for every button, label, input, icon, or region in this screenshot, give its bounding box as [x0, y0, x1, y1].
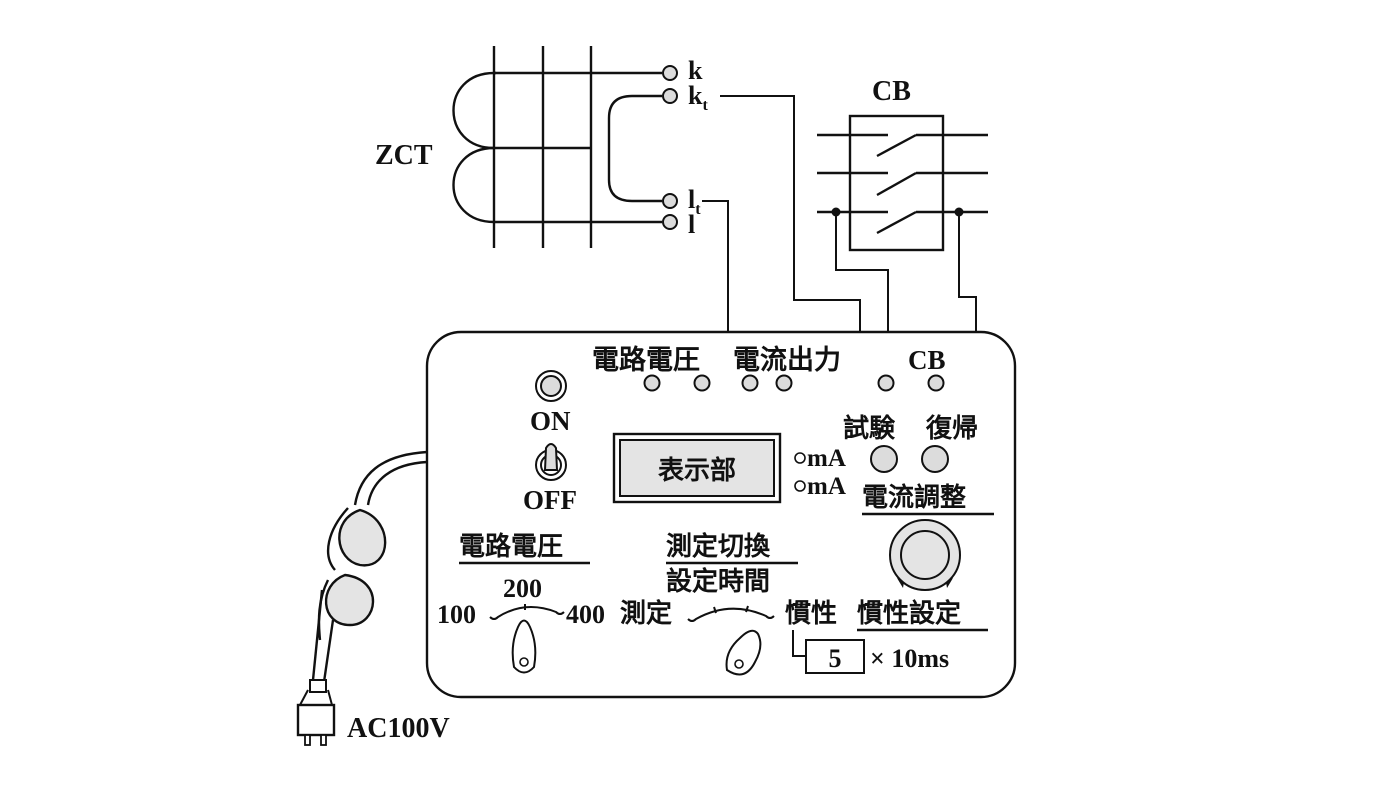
- display-panel: 表示部: [612, 432, 782, 504]
- zct-test-winding: [607, 94, 662, 203]
- ma-unit-2: mA: [807, 473, 846, 500]
- power-supply-label: AC100V: [347, 713, 450, 744]
- cord-loop-2: [324, 573, 375, 627]
- ma-indicator-1: [794, 452, 806, 464]
- ma-indicator-2: [794, 480, 806, 492]
- terminal-k[interactable]: [662, 65, 678, 81]
- terminal-k-label: k: [688, 56, 703, 85]
- reset-button[interactable]: [921, 445, 949, 473]
- cb-contact-1: [876, 133, 917, 158]
- voltage-scale-200: 200: [503, 574, 542, 603]
- current-output-terminal-label: 電流出力: [733, 345, 841, 376]
- terminal-kt[interactable]: [662, 88, 678, 104]
- cb-terminal-label: CB: [908, 345, 946, 375]
- terminal-l-label: l: [688, 210, 695, 239]
- display-label: 表示部: [658, 456, 736, 486]
- cb-terminal-1[interactable]: [877, 374, 895, 392]
- inertia-unit: × 10ms: [870, 644, 949, 673]
- zct-label: ZCT: [375, 140, 433, 171]
- current-output-terminal-2[interactable]: [775, 374, 793, 392]
- mode-selector-knob[interactable]: [725, 629, 762, 676]
- cb-label: CB: [872, 76, 911, 107]
- mode-measure-label: 測定: [620, 598, 672, 629]
- current-adjust-label: 電流調整: [862, 482, 966, 513]
- zct: ZCT k kt lt l: [375, 46, 708, 248]
- mode-inertia-label: 慣性: [785, 599, 837, 629]
- tester-unit: 電路電圧 電流出力 CB ON OFF 表示部 mA mA: [425, 330, 1017, 699]
- voltage-scale-100: 100: [437, 600, 476, 629]
- cord-loop-1: [338, 508, 387, 567]
- wire-cb-left: [835, 212, 889, 375]
- circuit-voltage-terminal-2[interactable]: [693, 374, 711, 392]
- rotate-right-arrow-icon: [946, 578, 953, 588]
- inertia-value-box[interactable]: [805, 639, 865, 674]
- toggle-lever[interactable]: [543, 443, 559, 471]
- power-plug-icon: [296, 689, 336, 746]
- tester-housing: [425, 330, 1017, 699]
- rotate-left-arrow-icon: [897, 578, 904, 588]
- voltage-selector-label: 電路電圧: [459, 531, 563, 562]
- cb-contact-2: [876, 171, 917, 197]
- terminal-lt[interactable]: [662, 193, 678, 209]
- zct-coil-upper: [452, 71, 591, 150]
- reset-button-label: 復帰: [925, 413, 978, 444]
- power-on-label: ON: [530, 406, 571, 436]
- inertia-setting-label: 慣性設定: [857, 598, 961, 629]
- ma-unit-1: mA: [807, 445, 846, 472]
- voltage-selector-knob[interactable]: [511, 619, 537, 674]
- test-button-label: 試験: [843, 413, 896, 444]
- power-off-label: OFF: [523, 485, 577, 515]
- terminal-kt-label: kt: [688, 81, 708, 114]
- current-adjust-knob[interactable]: [889, 519, 961, 591]
- circuit-voltage-terminal-1[interactable]: [643, 374, 661, 392]
- inertia-leader-line: [792, 630, 806, 657]
- mode-scale-arc: [687, 607, 775, 622]
- mode-selector-label: 測定切換: [666, 531, 771, 562]
- cb-terminal-2[interactable]: [927, 374, 945, 392]
- cb-contact-3: [876, 210, 917, 235]
- zct-coil-lower: [452, 146, 495, 224]
- terminal-lt-label: lt: [688, 185, 701, 218]
- circuit-breaker: CB: [817, 76, 988, 252]
- terminal-l[interactable]: [662, 214, 678, 230]
- power-switch[interactable]: ON OFF: [523, 370, 577, 515]
- cb-housing: [848, 114, 945, 252]
- test-button[interactable]: [870, 445, 898, 473]
- power-cord: AC100V: [296, 450, 450, 746]
- mode-selector-sublabel: 設定時間: [666, 566, 770, 597]
- voltage-scale-400: 400: [566, 600, 605, 629]
- inertia-value: 5: [829, 644, 842, 673]
- current-output-terminal-1[interactable]: [741, 374, 759, 392]
- circuit-voltage-terminal-label: 電路電圧: [592, 344, 700, 376]
